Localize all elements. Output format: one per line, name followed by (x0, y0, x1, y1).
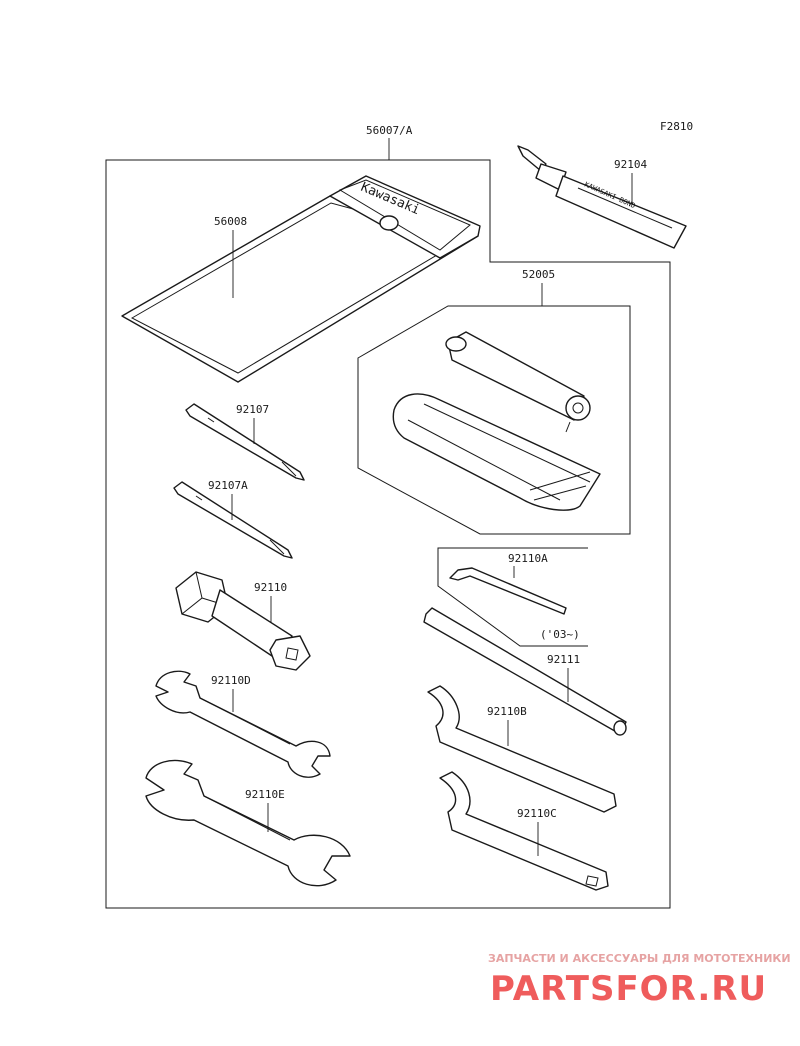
wrench-92110d (155, 670, 331, 778)
label-92110a: 92110A (508, 552, 548, 565)
label-92110e: 92110E (245, 788, 285, 801)
watermark-brand: PARTSFOR.RU (490, 969, 767, 1009)
label-52005: 52005 (522, 268, 555, 281)
label-92111: 92111 (547, 653, 580, 666)
spark-plug-wrench (445, 331, 591, 433)
label-92110d: 92110D (211, 674, 251, 687)
label-92104: 92104 (614, 158, 647, 171)
hex-key (449, 567, 567, 615)
hex-key-frame (437, 547, 588, 647)
label-92107: 92107 (236, 403, 269, 416)
hook-wrench-92110c (439, 771, 609, 891)
screwdriver-92107 (185, 403, 305, 481)
label-56007a: 56007/A (366, 124, 413, 137)
extension-bar (423, 607, 627, 736)
hook-wrench-92110b (427, 685, 617, 813)
tool-bag: Kawasaki (121, 175, 481, 383)
hex-key-note: ('03~) (540, 628, 580, 641)
tool-kit-frame (105, 159, 671, 909)
plug-pouch (392, 393, 601, 511)
figure-code: F2810 (660, 120, 693, 133)
screwdriver-92107a (173, 481, 293, 559)
label-56008: 56008 (214, 215, 247, 228)
label-92110b: 92110B (487, 705, 527, 718)
label-92107a: 92107A (208, 479, 248, 492)
watermark-tagline: ЗАПЧАСТИ И АКСЕССУАРЫ ДЛЯ МОТОТЕХНИКИ (488, 952, 791, 965)
bond-tube: KAWASAKI BOND (517, 145, 687, 249)
label-92110c: 92110C (517, 807, 557, 820)
label-92110: 92110 (254, 581, 287, 594)
spark-plug-frame (357, 305, 631, 535)
socket-wrench (175, 571, 311, 671)
wrench-92110e (145, 759, 351, 887)
